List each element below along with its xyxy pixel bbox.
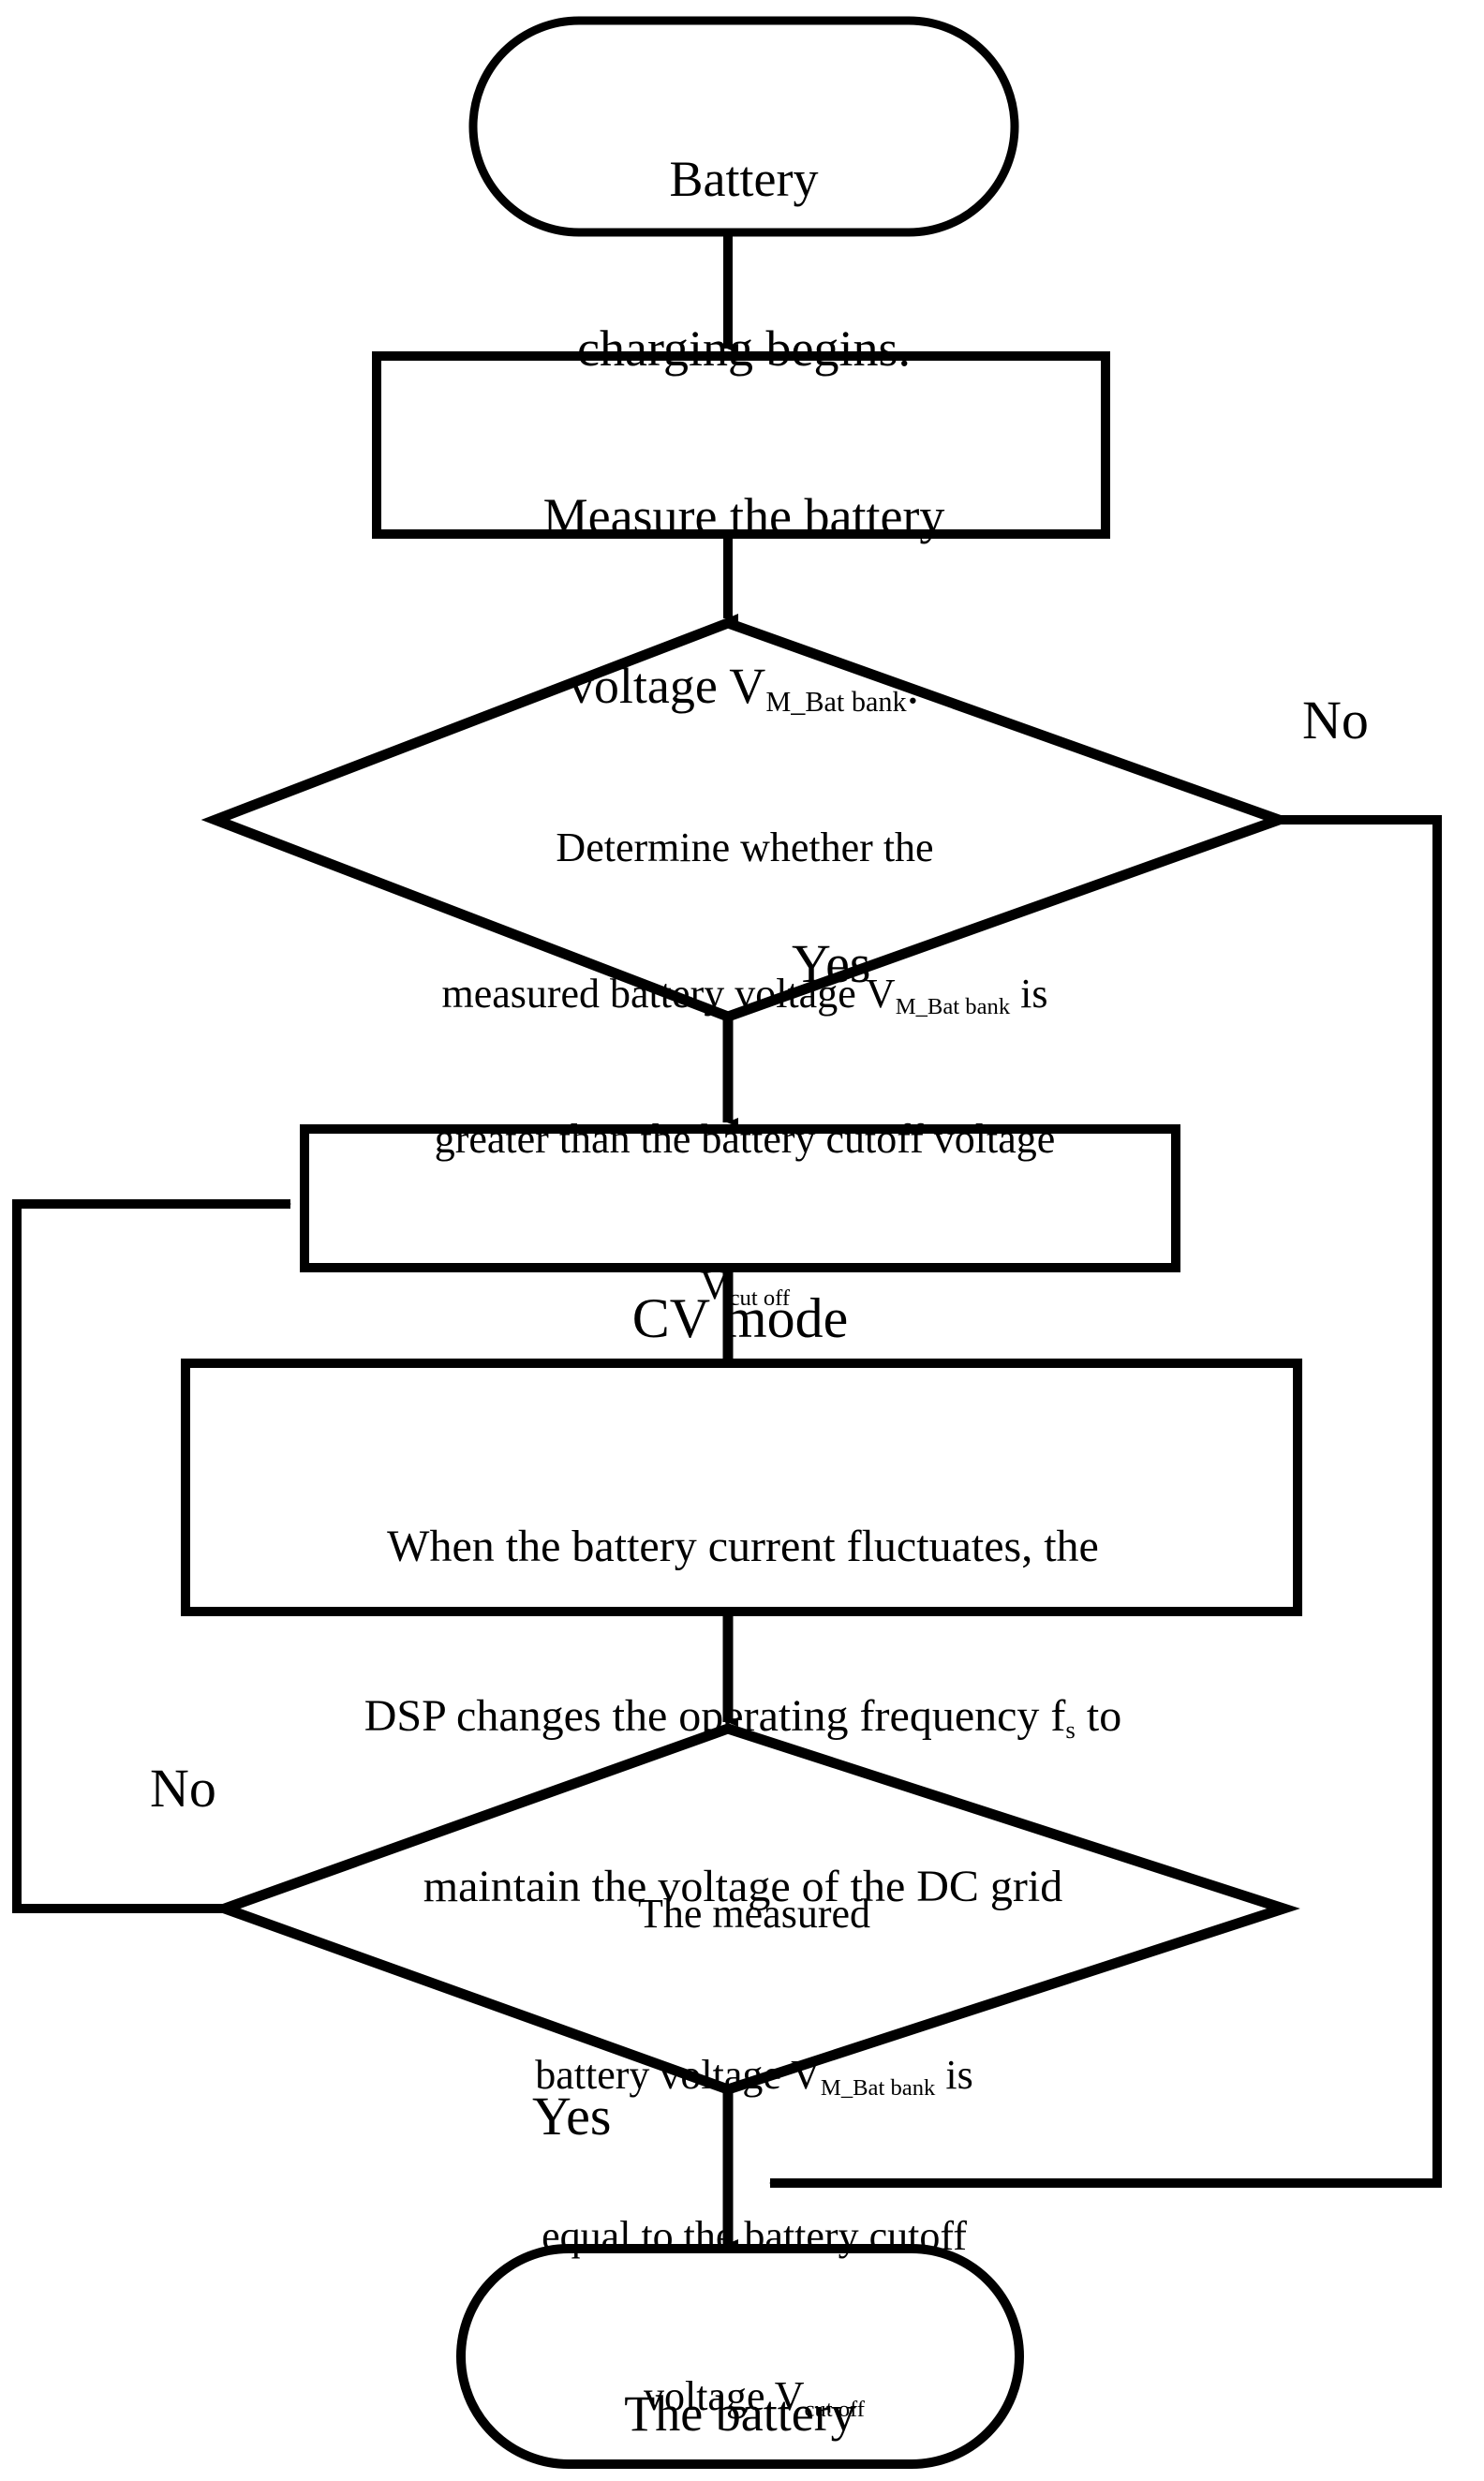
connector-decision2-no <box>12 1199 291 1913</box>
decision1-node-line4-subscript: cut off <box>729 1285 791 1312</box>
connector-decision1-no <box>769 815 1442 2188</box>
decision2-node-line2-prefix: battery voltage V <box>535 2051 821 2098</box>
process-dsp-node-line2: DSP changes the operating frequency fs t… <box>192 1688 1294 1745</box>
decision2-node-line4-prefix: voltage V <box>643 2373 805 2420</box>
start-node-shape <box>468 16 1019 237</box>
process-dsp-node-line3: maintain the voltage of the DC grid <box>423 1861 1063 1911</box>
process-dsp-node-shape <box>181 1359 1302 1616</box>
process-dsp-node-line2-suffix: to <box>1075 1691 1122 1742</box>
measure-node-line2-subscript: M_Bat bank <box>765 686 907 719</box>
decision1-node-line1: Determine whether the <box>556 824 934 870</box>
process-dsp-node-text: When the battery current fluctuates, the… <box>192 1405 1294 2028</box>
end-node-text: The battery discharging process is compl… <box>431 2267 1049 2481</box>
measure-node-line2-suffix: . <box>906 658 920 715</box>
process-dsp-node-line2-prefix: DSP changes the operating frequency f <box>364 1691 1066 1742</box>
start-node-line2: charging begins. <box>577 320 911 378</box>
decision2-node-line4: voltage Vcut off <box>281 2370 1227 2423</box>
decision2-node-line3: equal to the battery cutoff <box>542 2212 967 2259</box>
decision2-node-line2: battery voltage VM_Bat bank is <box>281 2048 1227 2102</box>
end-node-line1: The battery <box>624 2385 856 2443</box>
edge-label-decision2-yes: Yes <box>532 2086 612 2147</box>
decision2-node-text: The measured battery voltage VM_Bat bank… <box>281 1780 1227 2481</box>
cv-mode-node-label: CV mode <box>631 1287 849 1350</box>
measure-node-line1: Measure the battery <box>542 487 945 544</box>
decision1-node-line2: measured battery voltage VM_Bat bank is <box>220 970 1269 1019</box>
decision2-node-line2-subscript: M_Bat bank <box>820 2075 936 2102</box>
decision1-node-line2-suffix: is <box>1010 970 1048 1017</box>
edge-label-decision2-no: No <box>150 1758 216 1819</box>
start-node-line1: Battery <box>669 150 819 207</box>
decision1-node-line2-prefix: measured battery voltage V <box>441 970 896 1017</box>
measure-node-line2: voltage VM_Bat bank. <box>382 658 1106 718</box>
measure-node-line2-prefix: voltage V <box>568 658 766 715</box>
cv-mode-node-text: CV mode <box>309 1162 1171 1477</box>
start-node-text: Battery charging begins. <box>473 37 1015 491</box>
decision1-node-text: Determine whether the measured battery v… <box>220 726 1269 1407</box>
end-node-shape <box>456 2244 1024 2469</box>
cv-mode-node-shape <box>300 1124 1180 1272</box>
decision2-node-line2-suffix: is <box>935 2051 973 2098</box>
edge-label-decision1-no: No <box>1302 690 1369 750</box>
decision1-node-line4-prefix: V <box>699 1261 730 1308</box>
decision1-node-line4: Vcut off <box>220 1261 1269 1312</box>
process-dsp-node-line1: When the battery current fluctuates, the <box>387 1521 1099 1571</box>
process-dsp-node-line2-subscript: s <box>1065 1716 1076 1745</box>
decision1-node-line3: greater than the battery cutoff voltage <box>434 1116 1056 1163</box>
measure-node-text: Measure the battery voltage VM_Bat bank. <box>382 375 1106 828</box>
decision1-node-line2-subscript: M_Bat bank <box>895 993 1011 1019</box>
decision2-node-line4-subscript: cut off <box>804 2397 865 2423</box>
decision2-node-line1: The measured <box>638 1891 870 1938</box>
edge-label-decision1-yes: Yes <box>792 933 871 994</box>
measure-node-shape <box>372 351 1110 539</box>
